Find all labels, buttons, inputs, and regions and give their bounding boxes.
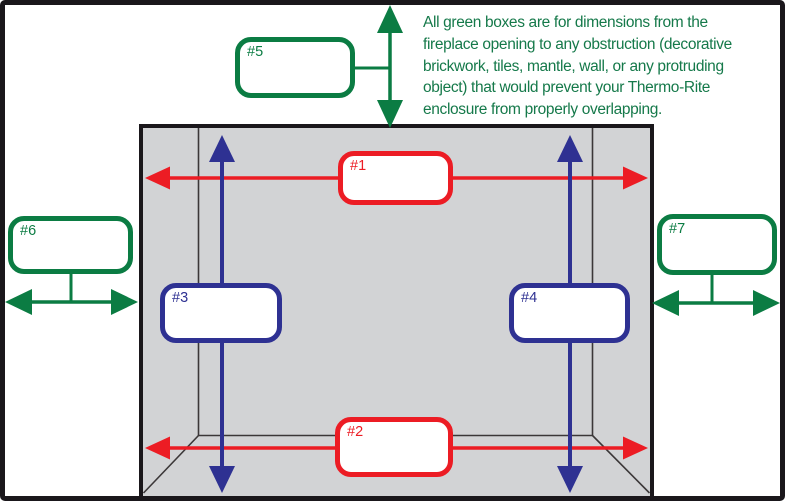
arrowhead-left [652, 290, 679, 316]
dimension-box-4[interactable]: #4 [509, 283, 630, 343]
dimension-box-2-label: #2 [347, 424, 364, 440]
arrowhead-left [145, 436, 170, 460]
arrowhead-left [145, 166, 170, 190]
arrowhead-bottom [209, 466, 235, 493]
note-line: brickwork, tiles, mantle, wall, or any p… [423, 57, 724, 75]
dimension-box-6[interactable]: #6 [8, 216, 133, 274]
dimension-box-4-label: #4 [521, 290, 538, 306]
arrowhead-top [557, 135, 583, 162]
note-line: object) that would prevent your Thermo-R… [423, 79, 711, 97]
arrowhead-bottom [557, 466, 583, 493]
arrowhead-right [623, 436, 648, 460]
dimension-box-3-label: #3 [172, 290, 189, 306]
arrowhead-right [623, 166, 648, 190]
arrowhead-top [377, 5, 403, 33]
floor-diagonal-left [142, 434, 200, 494]
note-line: All green boxes are for dimensions from … [423, 14, 708, 31]
dimension-box-7-label: #7 [669, 221, 686, 237]
dimension-box-5-label: #5 [247, 44, 264, 60]
arrowhead-right [111, 289, 138, 315]
clearance-arrow-right [652, 273, 780, 316]
note-line: enclosure from properly overlapping. [423, 101, 662, 119]
dimension-box-5[interactable]: #5 [235, 37, 355, 98]
clearance-arrow-left [5, 271, 138, 315]
arrowhead-left [5, 289, 32, 315]
dimension-box-6-label: #6 [20, 223, 37, 239]
dimension-box-1[interactable]: #1 [338, 151, 453, 205]
floor-diagonal-right [591, 434, 651, 494]
dimension-box-7[interactable]: #7 [657, 214, 777, 275]
arrowhead-right [753, 290, 780, 316]
arrowhead-bottom [377, 100, 403, 128]
dimension-box-2[interactable]: #2 [335, 417, 453, 477]
note-line: fireplace opening to any obstruction (de… [423, 35, 732, 53]
arrowhead-top [209, 135, 235, 162]
green-boxes-note: All green boxes are for dimensions from … [423, 12, 783, 121]
dimension-box-3[interactable]: #3 [160, 283, 282, 343]
dimension-box-1-label: #1 [350, 158, 367, 174]
clearance-arrow-top [353, 5, 403, 128]
